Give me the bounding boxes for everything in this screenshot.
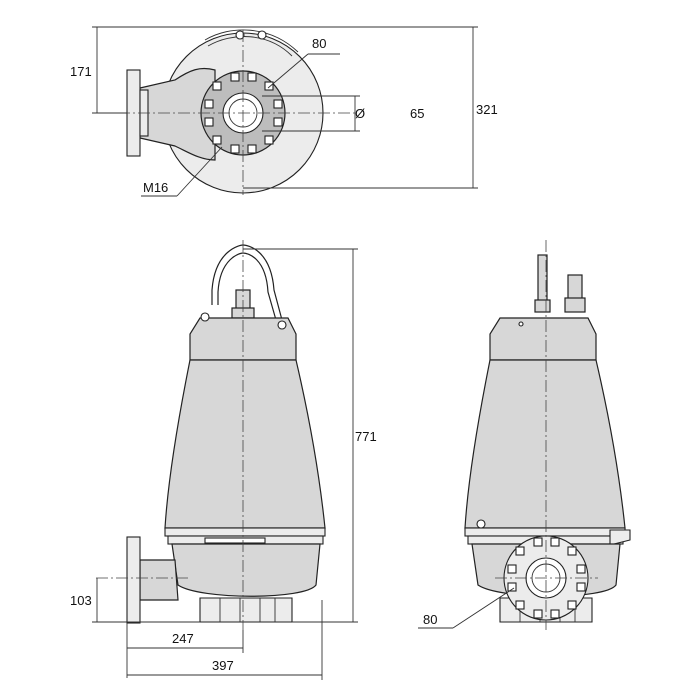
top-handle-inner [207, 36, 293, 57]
front-view: 771 103 247 397 [70, 240, 377, 680]
side-top-cap [489, 317, 597, 361]
dim-m16-leader [176, 146, 223, 197]
bolt-hole [204, 99, 214, 109]
front-outlet-pipe [139, 559, 179, 601]
bolt-hole [247, 144, 257, 154]
bolt-hole [204, 117, 214, 127]
top-discharge-pipe [139, 67, 216, 161]
bolt-hole [264, 135, 274, 145]
front-outlet-flange [126, 536, 141, 624]
front-handle-inner [217, 252, 277, 321]
side-band-knob [476, 519, 486, 529]
dim-80-top-label: 80 [312, 36, 326, 51]
bolt-hole [273, 99, 283, 109]
bolt-hole [567, 600, 577, 610]
top-view: 171 321 80 Ø 65 M16 [70, 26, 498, 197]
dim-397-label: 397 [212, 658, 234, 673]
bolt-hole [550, 537, 560, 547]
side-motor-housing [464, 359, 626, 529]
side-cable-gland-left [534, 299, 551, 313]
front-base-feet [219, 598, 276, 622]
bolt-hole [567, 546, 577, 556]
bolt-hole [507, 582, 517, 592]
bolt-hole [550, 609, 560, 619]
side-band-tab [609, 529, 631, 546]
dim-80-leader [267, 53, 309, 89]
bolt-hole [230, 72, 240, 82]
top-bolt-holes [204, 72, 283, 154]
bolt-hole [533, 537, 543, 547]
side-cable-gland-right [564, 297, 586, 313]
bolt-hole [576, 564, 586, 574]
top-handle-pin [235, 30, 245, 40]
bolt-hole [212, 135, 222, 145]
top-handle-pin [257, 30, 267, 40]
bolt-hole [515, 600, 525, 610]
dim-65-label: 65 [410, 106, 424, 121]
side-bolt-holes [507, 537, 586, 619]
front-cap-bolt [277, 320, 287, 330]
dim-171-label: 171 [70, 64, 92, 79]
dim-771-label: 771 [355, 429, 377, 444]
side-cap-mark [518, 321, 524, 327]
dim-80-side-leader [452, 587, 515, 629]
bolt-hole [273, 117, 283, 127]
bolt-hole [576, 582, 586, 592]
bolt-hole [264, 81, 274, 91]
side-motor-band [464, 527, 626, 537]
bolt-hole [230, 144, 240, 154]
front-pump-casing [171, 543, 321, 597]
bolt-hole [515, 546, 525, 556]
dim-diameter-symbol: Ø [355, 106, 365, 121]
dim-80-side-label: 80 [423, 612, 437, 627]
bolt-hole [507, 564, 517, 574]
bolt-hole [212, 81, 222, 91]
top-handle [204, 29, 299, 53]
front-cap-bolt [200, 312, 210, 322]
bolt-hole [247, 72, 257, 82]
front-motor-band [164, 527, 326, 537]
side-view: 80 [418, 240, 631, 630]
dim-247-label: 247 [172, 631, 194, 646]
dim-321-label: 321 [476, 102, 498, 117]
bolt-hole [533, 609, 543, 619]
front-label-plate [204, 537, 266, 544]
dim-103-label: 103 [70, 593, 92, 608]
front-pump-base [199, 597, 293, 623]
front-motor-housing [164, 359, 326, 529]
dim-m16-label: M16 [143, 180, 168, 195]
